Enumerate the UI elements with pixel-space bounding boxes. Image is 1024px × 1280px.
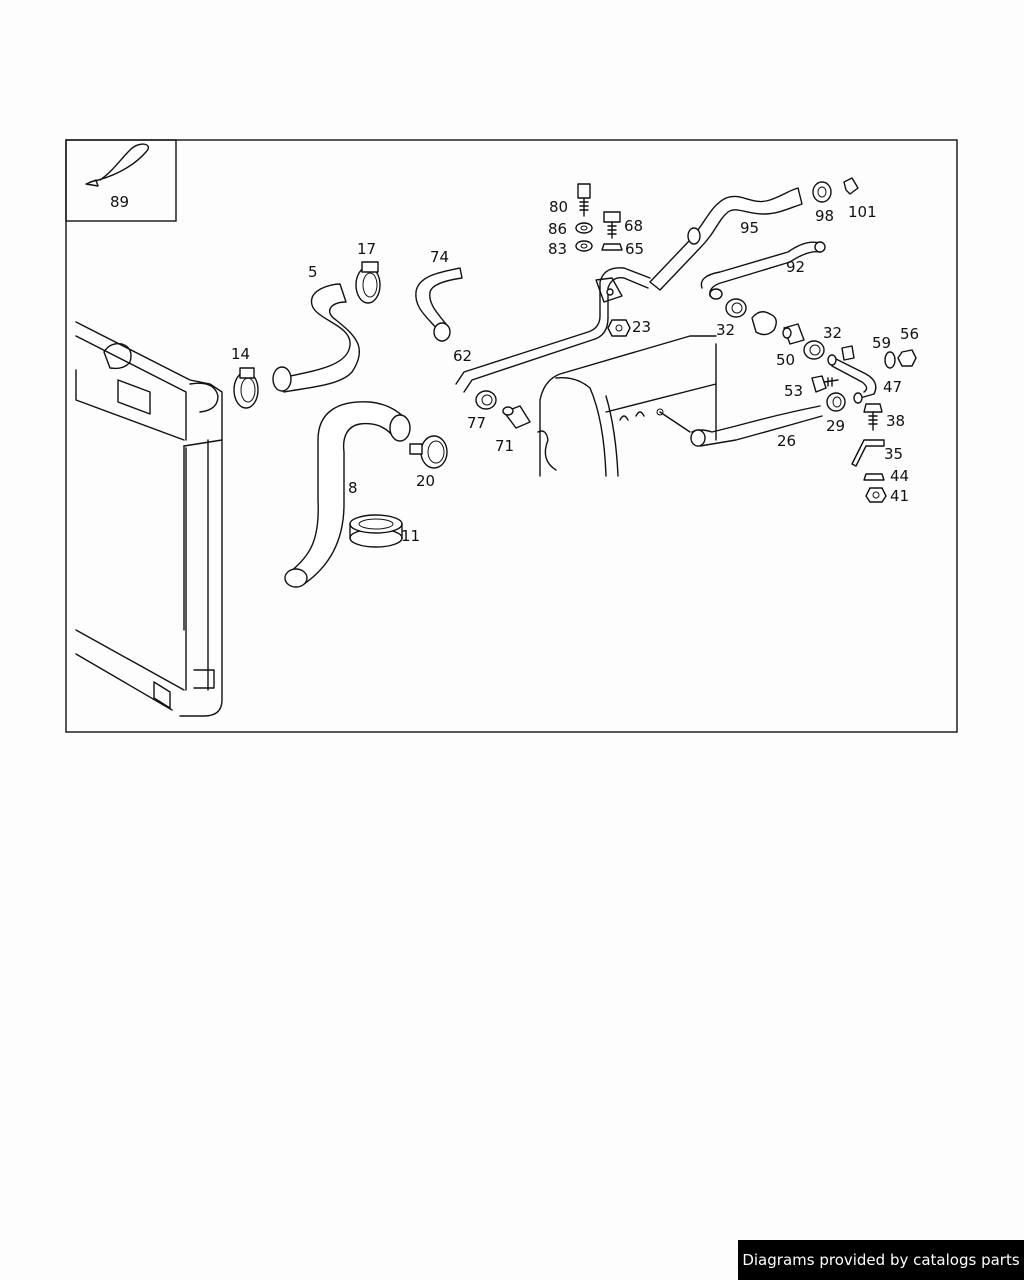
small-hose-part [415,267,463,342]
heater-hose-part [649,187,803,291]
part-label-86: 86 [548,220,567,238]
radiator-part [75,321,223,717]
part-label-14: 14 [231,345,250,363]
bolt-part [603,211,621,239]
part-label-68: 68 [624,217,643,235]
connector-part [782,323,805,345]
ring-part [349,514,403,548]
part-label-101: 101 [848,203,877,221]
diagram-frame [65,139,958,733]
hose-clamp-part [233,367,259,409]
part-label-83: 83 [548,240,567,258]
part-label-62: 62 [453,347,472,365]
part-label-41: 41 [890,487,909,505]
hose-clamp-part [826,392,846,412]
part-label-38: 38 [886,412,905,430]
part-label-50: 50 [776,351,795,369]
part-label-74: 74 [430,248,449,266]
washer-part [575,222,593,234]
part-label-23: 23 [632,318,651,336]
hose-clamp-part [725,298,747,318]
coolant-pipe-part [455,267,651,393]
hose-clamp-part [803,340,825,360]
washer-part [575,240,593,252]
coolant-hose-part [659,405,823,447]
nut-part [897,349,917,367]
nut-part [607,319,631,337]
upper-hose-part [272,283,361,393]
credit-banner: Diagrams provided by catalogs parts [738,1240,1024,1280]
nut-part [865,487,887,503]
part-label-32: 32 [823,324,842,342]
bolt-part [863,403,883,431]
washer-part [884,351,896,369]
part-label-11: 11 [401,527,420,545]
bolt-part [577,183,591,217]
part-label-47: 47 [883,378,902,396]
part-label-59: 59 [872,334,891,352]
hose-clamp-part [409,435,448,469]
part-label-65: 65 [625,240,644,258]
cable-tie-part [85,143,149,187]
connector-part [502,405,531,429]
part-label-53: 53 [784,382,803,400]
part-label-26: 26 [777,432,796,450]
part-label-92: 92 [786,258,805,276]
part-label-29: 29 [826,417,845,435]
bolt-part [811,375,839,393]
part-label-44: 44 [890,467,909,485]
part-label-8: 8 [348,479,358,497]
part-label-5: 5 [308,263,318,281]
fitting-part [751,311,777,336]
hose-clamp-part [355,261,381,304]
bracket-pipe-part [827,345,877,404]
part-label-98: 98 [815,207,834,225]
inset-frame [65,139,177,222]
part-label-17: 17 [357,240,376,258]
lower-hose-part [284,401,411,588]
bracket-part [851,439,885,467]
part-label-56: 56 [900,325,919,343]
part-label-77: 77 [467,414,486,432]
part-label-20: 20 [416,472,435,490]
nut-part [601,243,623,251]
clip-part [843,177,859,195]
engine-block-part [537,335,717,477]
hose-clamp-part [475,390,497,410]
grommet-part [812,181,832,203]
part-label-71: 71 [495,437,514,455]
part-label-35: 35 [884,445,903,463]
washer-part [863,473,885,481]
part-label-89: 89 [110,193,129,211]
coolant-pipe-part [700,241,826,300]
part-label-95: 95 [740,219,759,237]
part-label-80: 80 [549,198,568,216]
part-label-32: 32 [716,321,735,339]
